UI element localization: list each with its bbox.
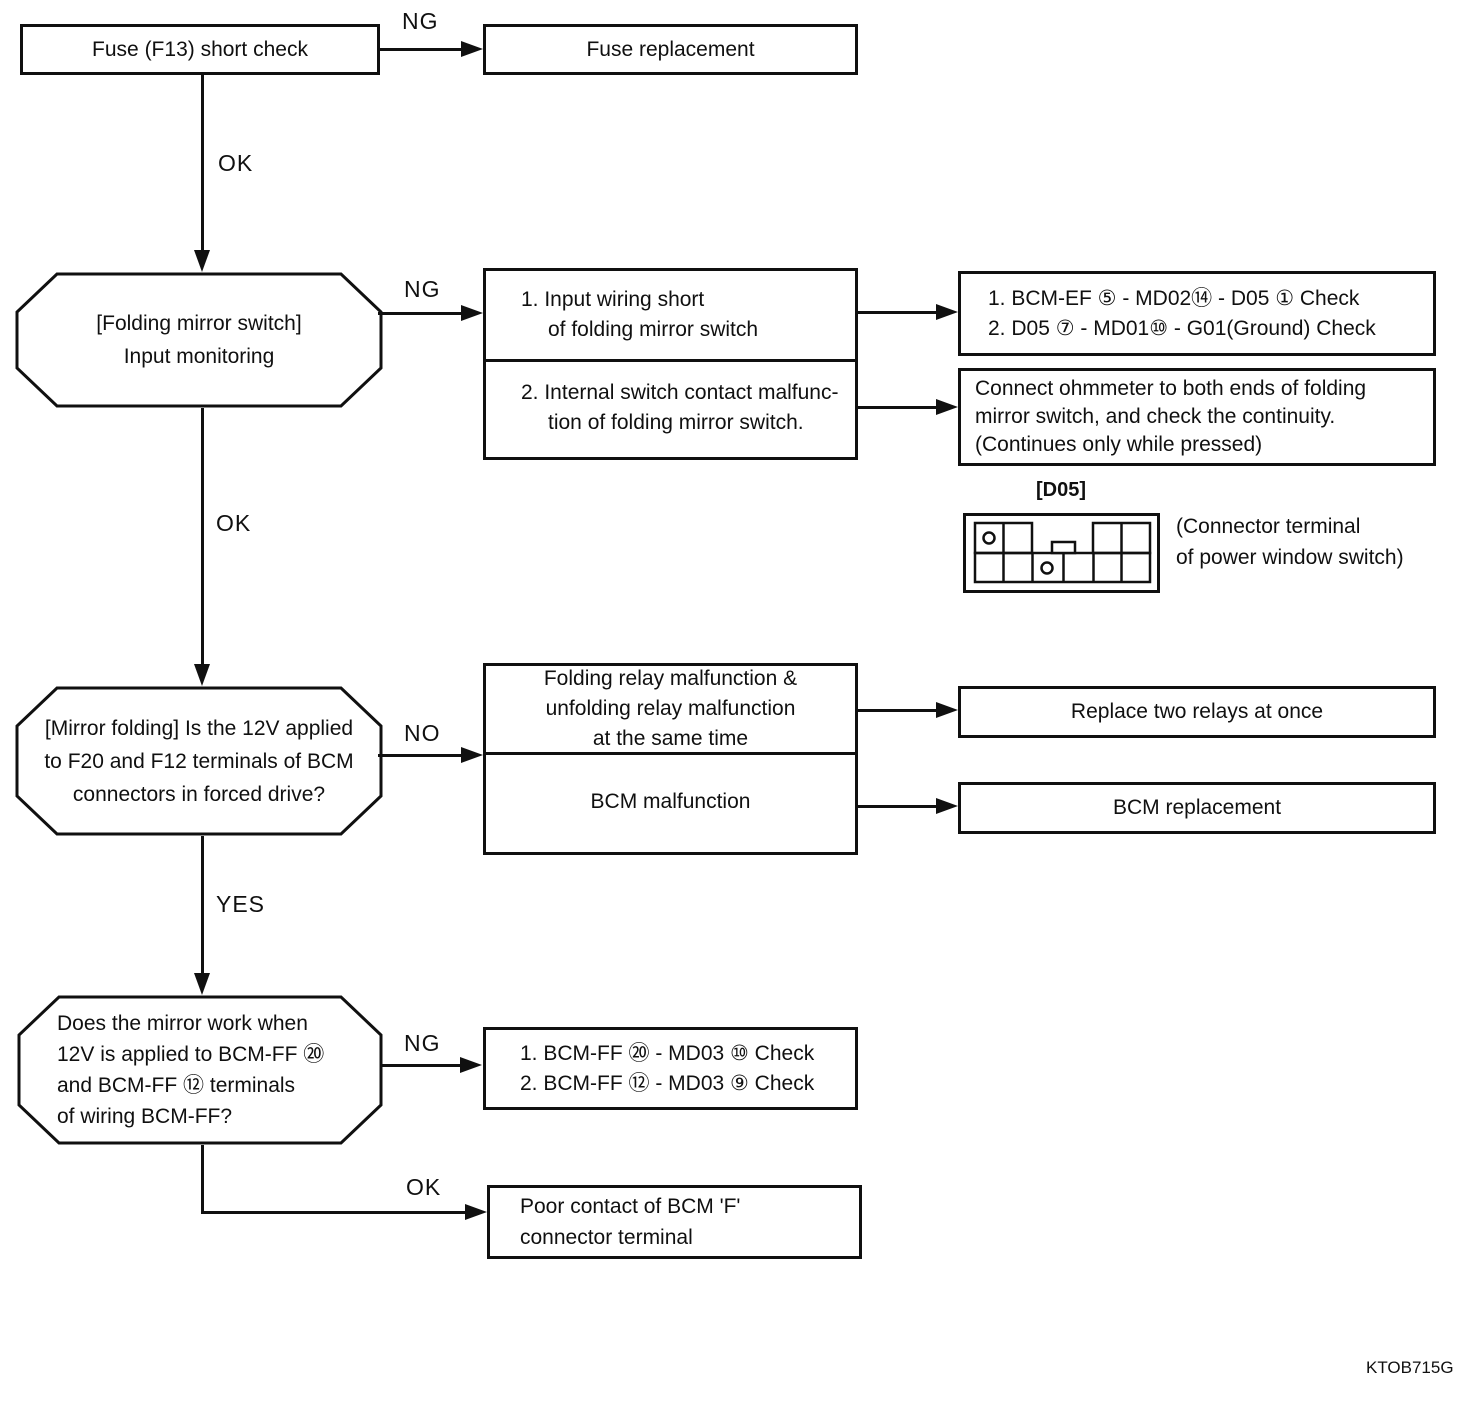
octagon-shape	[15, 686, 383, 836]
octagon-text: [Mirror folding] Is the 12V applied to F…	[15, 686, 383, 836]
cause-line: BCM malfunction	[590, 790, 751, 813]
edge-label-ok-work: OK	[406, 1174, 442, 1200]
cause-line: 1. Input wiring short	[521, 288, 705, 311]
caption-line: (Connector terminal	[1176, 515, 1361, 538]
edge-label-ng-monitoring: NG	[404, 276, 441, 302]
edge-label-ng-work: NG	[404, 1030, 441, 1056]
edge-label-ok-monitoring: OK	[216, 510, 252, 536]
arrow-folding-no-line	[378, 754, 461, 757]
check-line: 1. BCM-EF ⑤ - MD02⑭ - D05 ① Check	[988, 286, 1360, 310]
node-replace-relays: Replace two relays at once	[958, 686, 1436, 738]
arrow-monitoring-ng-head	[461, 305, 483, 321]
note-line: mirror switch, and check the continuity.	[975, 405, 1336, 428]
note-line: (Continues only while pressed)	[975, 433, 1263, 456]
cause-line: at the same time	[592, 727, 749, 750]
node-fuse-replacement: Fuse replacement	[483, 24, 858, 75]
node-ohmmeter-note: Connect ohmmeter to both ends of folding…	[958, 368, 1436, 466]
node-poor-contact: Poor contact of BCM 'F' connector termin…	[487, 1185, 862, 1259]
arrow-work-ng-line	[380, 1064, 460, 1067]
arrow-relay1-line	[858, 709, 936, 712]
arrow-work-ng-head	[460, 1057, 482, 1073]
d05-connector-diagram	[963, 513, 1160, 593]
arrow-cause2-head	[936, 399, 958, 415]
cause-line: tion of folding mirror switch.	[548, 411, 804, 434]
octagon-line: 12V is applied to BCM-FF ⑳	[57, 1043, 325, 1066]
relay-cause-2: BCM malfunction	[486, 755, 855, 849]
cause-line: Folding relay malfunction &	[543, 667, 798, 690]
arrow-fuse-ok-line	[201, 75, 204, 250]
check-line: 2. BCM-FF ⑫ - MD03 ⑨ Check	[520, 1071, 815, 1095]
arrow-relay1-head	[936, 702, 958, 718]
arrow-work-ok-vline	[201, 1145, 204, 1214]
octagon-text: [Folding mirror switch] Input monitoring	[15, 272, 383, 408]
edge-label-no: NO	[404, 720, 441, 746]
octagon-line: [Mirror folding] Is the 12V applied	[44, 716, 354, 740]
check-line: 1. BCM-FF ⑳ - MD03 ⑩ Check	[520, 1041, 815, 1065]
note-line: Connect ohmmeter to both ends of folding	[975, 377, 1367, 400]
arrow-monitoring-ok-line	[201, 408, 204, 664]
edge-label-ok-fuse: OK	[218, 150, 254, 176]
arrow-folding-no-head	[461, 747, 483, 763]
octagon-line: and BCM-FF ⑫ terminals	[57, 1074, 296, 1097]
arrow-relay2-head	[936, 798, 958, 814]
arrow-relay2-line	[858, 805, 936, 808]
arrow-work-ok-head	[465, 1204, 487, 1220]
octagon-line: [Folding mirror switch]	[96, 312, 302, 335]
arrow-cause1-head	[936, 304, 958, 320]
caption-line: of power window switch)	[1176, 546, 1404, 569]
cause-line: 2. Internal switch contact malfunc-	[521, 381, 839, 404]
node-fuse-check: Fuse (F13) short check	[20, 24, 380, 75]
result-line: connector terminal	[520, 1226, 693, 1249]
edge-label-yes: YES	[216, 891, 266, 917]
octagon-line: to F20 and F12 terminals of BCM	[44, 749, 354, 773]
d05-connector-caption: (Connector terminal of power window swit…	[1176, 511, 1404, 573]
arrow-fuse-ng-line	[380, 48, 463, 51]
node-bcm-replacement: BCM replacement	[958, 782, 1436, 834]
relay-cause-1: Folding relay malfunction & unfolding re…	[486, 666, 855, 755]
arrow-monitoring-ng-line	[378, 312, 461, 315]
arrow-work-ok-hline	[201, 1211, 465, 1214]
arrow-monitoring-ok-head	[194, 664, 210, 686]
node-switch-causes: 1. Input wiring short of folding mirror …	[483, 268, 858, 460]
cause-line: of folding mirror switch	[548, 318, 759, 341]
arrow-cause2-line	[858, 406, 936, 409]
octagon-shape	[17, 995, 383, 1145]
result-line: Poor contact of BCM 'F'	[520, 1195, 741, 1218]
check-line: 2. D05 ⑦ - MD01⑩ - G01(Ground) Check	[988, 316, 1376, 340]
octagon-shape	[15, 272, 383, 408]
switch-cause-1: 1. Input wiring short of folding mirror …	[486, 271, 855, 362]
octagon-text: Does the mirror work when 12V is applied…	[17, 995, 383, 1145]
octagon-line: connectors in forced drive?	[72, 782, 326, 806]
octagon-line: of wiring BCM-FF?	[57, 1105, 233, 1128]
edge-label-ng-fuse: NG	[402, 8, 439, 34]
figure-code: KTOB715G	[1366, 1358, 1454, 1377]
d05-connector-label: [D05]	[1036, 479, 1087, 501]
switch-cause-2: 2. Internal switch contact malfunc- tion…	[486, 362, 855, 454]
node-wiring-checks: 1. BCM-EF ⑤ - MD02⑭ - D05 ① Check 2. D05…	[958, 271, 1436, 356]
octagon-line: Input monitoring	[123, 345, 275, 368]
cause-line: unfolding relay malfunction	[545, 697, 796, 720]
arrow-folding-yes-line	[201, 836, 204, 973]
node-input-monitoring: [Folding mirror switch] Input monitoring	[15, 272, 383, 408]
arrow-cause1-line	[858, 311, 936, 314]
node-mirror-work: Does the mirror work when 12V is applied…	[17, 995, 383, 1145]
node-relay-causes: Folding relay malfunction & unfolding re…	[483, 663, 858, 855]
arrow-fuse-ng-head	[461, 41, 483, 57]
arrow-folding-yes-head	[194, 973, 210, 995]
node-ff-checks: 1. BCM-FF ⑳ - MD03 ⑩ Check 2. BCM-FF ⑫ -…	[483, 1027, 858, 1110]
arrow-fuse-ok-head	[194, 250, 210, 272]
node-mirror-folding: [Mirror folding] Is the 12V applied to F…	[15, 686, 383, 836]
octagon-line: Does the mirror work when	[57, 1012, 308, 1035]
